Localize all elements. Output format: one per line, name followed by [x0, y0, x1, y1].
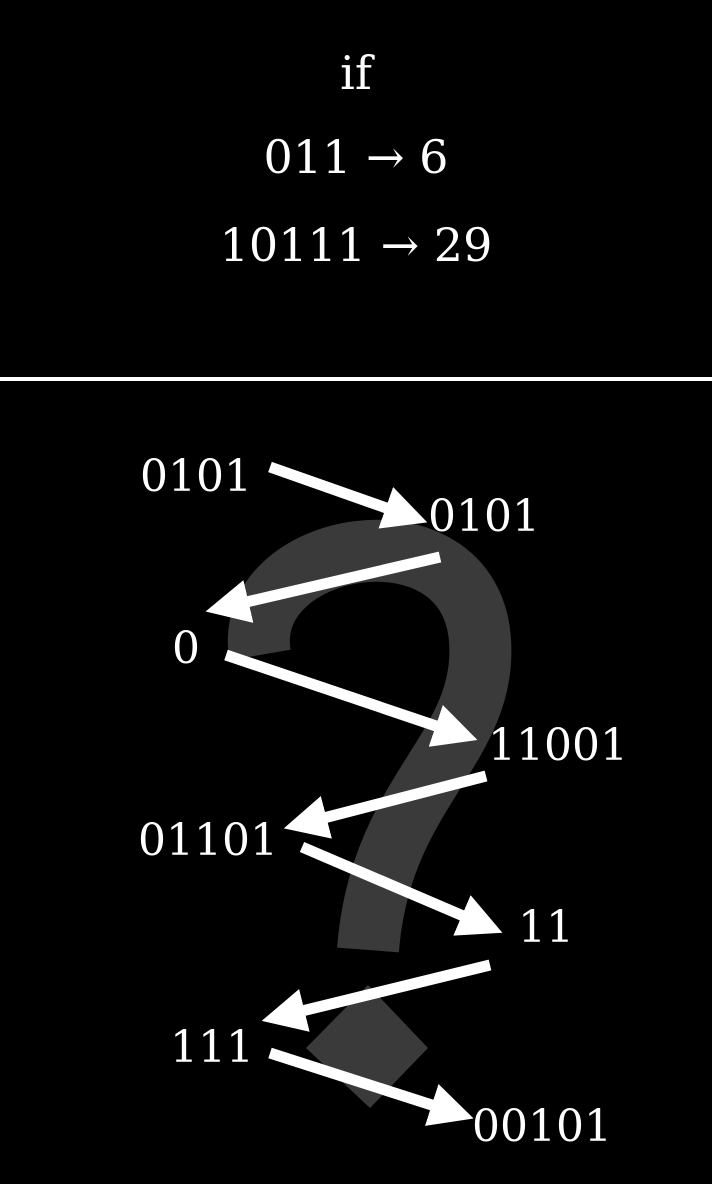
example-output: 29 [433, 218, 493, 272]
arrow-icon: → [365, 130, 405, 184]
example-output: 6 [419, 130, 449, 184]
condition-label: if [340, 46, 372, 100]
sequence-item: 01101 [138, 815, 278, 866]
sequence-item: 11001 [488, 720, 628, 771]
section-divider [0, 377, 712, 381]
example-row: 10111 → 29 [0, 222, 712, 268]
sequence-item: 0101 [140, 451, 252, 502]
arrow-icon [283, 770, 488, 839]
arrow-icon [261, 959, 492, 1032]
sequence-item: 00101 [472, 1101, 612, 1152]
arrow-icon [205, 551, 442, 623]
example-row: 011 → 6 [0, 134, 712, 180]
sequence-item: 111 [170, 1022, 254, 1073]
sequence-item: 11 [518, 902, 574, 953]
sequence-item: 0101 [428, 491, 540, 542]
arrow-icon [299, 841, 503, 936]
arrow-icon [268, 1047, 474, 1126]
sequence-item: 0 [172, 623, 200, 674]
arrow-icon [224, 649, 478, 747]
arrow-icon [268, 461, 428, 529]
arrow-icon: → [380, 218, 420, 272]
example-input: 10111 [219, 218, 366, 272]
example-input: 011 [263, 130, 352, 184]
